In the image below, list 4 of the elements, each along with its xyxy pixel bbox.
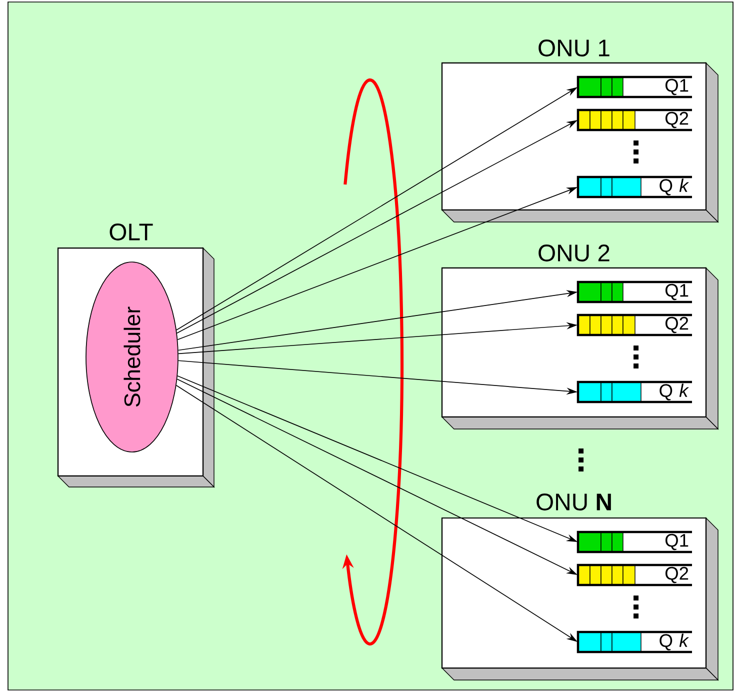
device-label: ONU 2 <box>538 244 610 262</box>
device-label: ONU 1 <box>538 40 610 56</box>
device-label: OLT <box>110 224 153 240</box>
device-label: ONU N <box>536 494 611 510</box>
